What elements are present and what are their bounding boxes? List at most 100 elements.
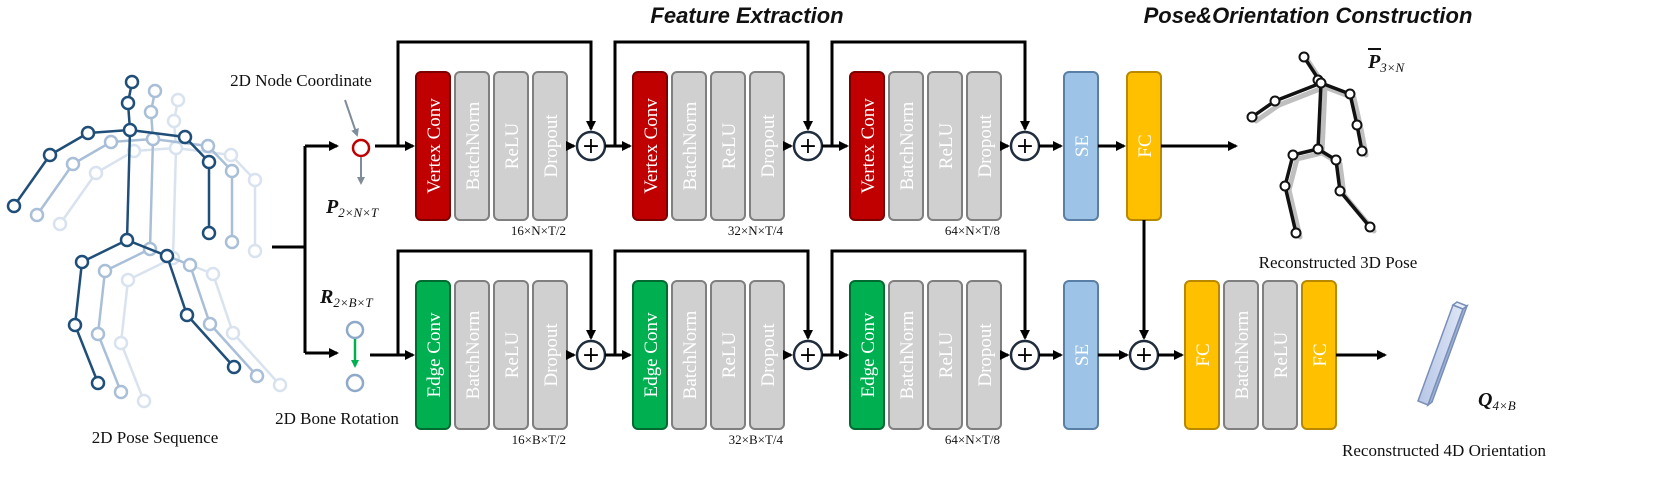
row-top: Vertex Conv BatchNorm ReLU Dropout 16×N×T/2 +… [375, 40, 1063, 238]
stage-top-1: Vertex Conv BatchNorm ReLU Dropout 16×N×T/2 + [396, 40, 632, 238]
orientation-output-symbol: Q4×B [1478, 389, 1516, 413]
relu-label-top-2: ReLU [719, 123, 740, 170]
plus-icon-top-1: + [582, 134, 600, 159]
dropout-label-top-1: Dropout [541, 114, 562, 178]
batchnorm-block-top-3 [888, 71, 924, 221]
orientation-output-caption: Reconstructed 4D Orientation [1342, 441, 1546, 460]
vertex-conv-block-top-2 [632, 71, 668, 221]
relu-label-bottom-3: ReLU [936, 332, 957, 379]
dropout-label-top-3: Dropout [975, 114, 996, 178]
plus-icon-top-2: + [799, 134, 817, 159]
batchnorm-block-bottom-3 [888, 280, 924, 430]
pose-sequence-illustration [6, 74, 288, 409]
plus-icon-top-3: + [1016, 134, 1034, 159]
batchnorm-block-bottom-head [1223, 280, 1259, 430]
relu-block-top-1 [493, 71, 529, 221]
node-coordinate-pointer [344, 99, 359, 137]
relu-block-bottom-3 [927, 280, 963, 430]
plus-icon-bottom-1: + [582, 343, 600, 368]
batchnorm-label-bottom-2: BatchNorm [680, 310, 701, 399]
relu-label-bottom-1: ReLU [502, 332, 523, 379]
dropout-label-bottom-2: Dropout [758, 323, 779, 387]
top-head: SE FC [1063, 71, 1238, 340]
pose-output-symbol: P3×N [1367, 51, 1405, 75]
dim-label-bottom-1: 16×B×T/2 [512, 432, 566, 447]
relu-block-bottom-1 [493, 280, 529, 430]
batchnorm-block-bottom-2 [671, 280, 707, 430]
relu-block-top-2 [710, 71, 746, 221]
batchnorm-label-bottom-3: BatchNorm [897, 310, 918, 399]
fusion-plus-icon: + [1135, 343, 1153, 368]
feature-extraction-title: Feature Extraction [650, 3, 843, 28]
relu-block-bottom-head [1262, 280, 1298, 430]
node-coordinate-caption: 2D Node Coordinate [230, 71, 372, 90]
batchnorm-block-top-2 [671, 71, 707, 221]
vertex-conv-block-top-3 [849, 71, 885, 221]
edge-conv-block-bottom-3 [849, 280, 885, 430]
dropout-label-top-2: Dropout [758, 114, 779, 178]
batchnorm-label-top-1: BatchNorm [463, 101, 484, 190]
pose-orientation-title: Pose&Orientation Construction [1144, 3, 1473, 28]
pose-sequence-caption: 2D Pose Sequence [92, 428, 219, 447]
stage-top-3: Vertex Conv BatchNorm ReLU Dropout 64×N×T/8 + [830, 40, 1063, 238]
plus-icon-bottom-2: + [799, 343, 817, 368]
input-split-connector [272, 141, 339, 358]
pose-output-caption: Reconstructed 3D Pose [1259, 253, 1418, 272]
vertex-conv-label-top-3: Vertex Conv [858, 98, 879, 194]
skeleton-main [6, 74, 242, 391]
relu-label-bottom-2: ReLU [719, 332, 740, 379]
node-coordinate-symbol: P2×N×T [325, 196, 379, 220]
batchnorm-block-top-1 [454, 71, 490, 221]
vertex-conv-block-top-1 [415, 71, 451, 221]
se-label-top: SE [1072, 135, 1093, 157]
se-label-bottom: SE [1072, 344, 1093, 366]
vertex-conv-label-top-1: Vertex Conv [424, 98, 445, 194]
bottom-head: SE + FC BatchNorm ReLU FC [1063, 280, 1387, 430]
vertex-conv-label-top-2: Vertex Conv [641, 98, 662, 194]
output-3d-pose: P3×N Reconstructed 3D Pose [1246, 48, 1418, 272]
dim-label-top-1: 16×N×T/2 [511, 223, 566, 238]
dropout-label-bottom-3: Dropout [975, 323, 996, 387]
dim-label-top-2: 32×N×T/4 [728, 223, 784, 238]
bone-start-node [345, 320, 365, 340]
batchnorm-block-bottom-1 [454, 280, 490, 430]
stage-bottom-2: Edge Conv BatchNorm ReLU Dropout 32×B×T/4 + [613, 249, 849, 447]
stage-bottom-1: Edge Conv BatchNorm ReLU Dropout 16×B×T/2 + [396, 249, 632, 447]
skip-connection-top-3 [830, 40, 1030, 146]
node-icon [351, 138, 371, 158]
batchnorm-label-bottom-head: BatchNorm [1232, 310, 1253, 399]
relu-block-top-3 [927, 71, 963, 221]
output-4d-orientation: Q4×B Reconstructed 4D Orientation [1342, 301, 1546, 460]
orientation-prism-icon [1417, 301, 1469, 408]
dim-label-bottom-3: 64×N×T/8 [945, 432, 1000, 447]
fc-label-bottom-2: FC [1310, 343, 1331, 366]
3d-skeleton-icon [1246, 51, 1377, 240]
dim-label-top-3: 64×N×T/8 [945, 223, 1000, 238]
dropout-label-bottom-1: Dropout [541, 323, 562, 387]
fc-block-bottom-1 [1184, 280, 1220, 430]
relu-label-top-1: ReLU [502, 123, 523, 170]
relu-label-top-3: ReLU [936, 123, 957, 170]
fc-label-bottom-1: FC [1193, 343, 1214, 366]
batchnorm-label-bottom-1: BatchNorm [463, 310, 484, 399]
skip-connection-top-2 [613, 40, 813, 146]
bone-rotation-symbol: R2×B×T [319, 286, 373, 310]
skeleton-faded-1 [29, 83, 265, 400]
relu-block-bottom-2 [710, 280, 746, 430]
edge-conv-label-bottom-2: Edge Conv [641, 312, 662, 397]
dim-label-bottom-2: 32×B×T/4 [729, 432, 784, 447]
bone-end-node [345, 373, 365, 393]
edge-conv-block-bottom-1 [415, 280, 451, 430]
skip-connection-bottom-2 [613, 249, 813, 355]
fc-label-top: FC [1135, 134, 1156, 157]
edge-conv-label-bottom-1: Edge Conv [424, 312, 445, 397]
relu-label-bottom-head: ReLU [1271, 332, 1292, 379]
batchnorm-label-top-2: BatchNorm [680, 101, 701, 190]
bone-rotation-caption: 2D Bone Rotation [275, 409, 399, 428]
edge-conv-block-bottom-2 [632, 280, 668, 430]
edge-conv-label-bottom-3: Edge Conv [858, 312, 879, 397]
batchnorm-label-top-3: BatchNorm [897, 101, 918, 190]
skip-connection-bottom-1 [396, 249, 596, 355]
